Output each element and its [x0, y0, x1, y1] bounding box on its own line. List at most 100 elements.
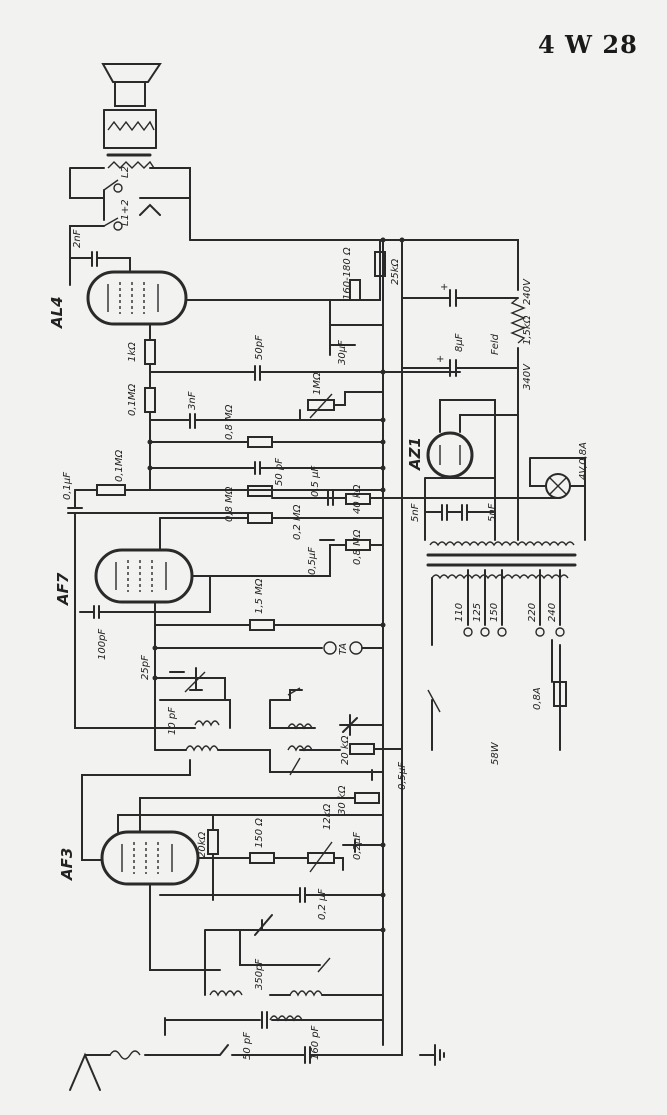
mains-tap-150-label: 150: [489, 603, 500, 622]
power-label: 58W: [490, 741, 501, 765]
c-05uf-b-label: 0,5μF: [307, 547, 318, 575]
capacitor-50pf-top: 50pF: [254, 335, 265, 381]
capacitor-2nf: 2nF: [72, 229, 98, 267]
pot-1m-label: 1MΩ: [312, 372, 323, 395]
fuse-label: 0,8A: [532, 687, 543, 710]
c-05uf-a-label: 0,5 μF: [310, 466, 321, 497]
mains-tap-220: 220: [527, 603, 545, 637]
phono-input-icon: TA: [323, 641, 363, 655]
c-350pf-label: 350pF: [254, 959, 265, 990]
tube-af7-label: AF7: [54, 572, 72, 606]
capacitor-50pf-ant: 50 pF: [242, 1011, 268, 1060]
capacitor-8uf: + 8μF: [436, 333, 465, 377]
capacitor-30uf: 30μF: [329, 340, 348, 365]
mains-tap-125-label: 125: [472, 603, 483, 622]
resistor-1k: 1kΩ: [127, 339, 156, 365]
speaker-switch-l2: L2: [103, 166, 131, 193]
capacitor-05uf-a: 0,5 μF: [310, 466, 334, 506]
voltage-340-label: 340V: [522, 363, 533, 390]
mains-tap-150: 150: [489, 603, 507, 637]
c-anode-al4-label: 2nF: [72, 229, 83, 248]
r-25k-label: 25kΩ: [390, 258, 401, 285]
r-grid-al4-label: 1kΩ: [127, 342, 138, 362]
mains-tap-125: 125: [472, 603, 490, 637]
c-100pf-label: 100pF: [97, 629, 108, 660]
c-cathode-al4-label: 30μF: [337, 340, 348, 365]
ground-icon: [419, 1044, 445, 1066]
coil-10pf: 10 pF: [167, 707, 220, 735]
voltage-240-label: 240V: [522, 278, 533, 305]
pot-12k-label: 12kΩ: [322, 803, 333, 830]
resistor-150: 150 Ω: [249, 818, 275, 864]
resistor-08m-a: 0,8 MΩ: [224, 404, 273, 448]
c-50pf-ant-label: 50 pF: [242, 1032, 253, 1060]
r-08m-a-label: 0,8 MΩ: [224, 404, 235, 440]
power-transformer: [426, 541, 577, 580]
c-01uf-label: 0,1μF: [62, 472, 73, 500]
resistor-15m: 1,5 MΩ: [249, 578, 275, 631]
r-20k-b-label: 20kΩ: [197, 831, 208, 858]
resistor-01m: 0,1MΩ: [96, 449, 126, 496]
resistor-08m-c: 0,8 MΩ: [345, 529, 371, 565]
tube-al4-label: AL4: [48, 296, 66, 329]
tube-az1-label: AZ1: [406, 437, 424, 471]
coil-rf: [185, 745, 219, 752]
potentiometer-1m: 1MΩ: [307, 372, 335, 419]
r-01m-label: 0,1MΩ: [114, 449, 125, 482]
c-50pf-top-label: 50pF: [254, 335, 265, 360]
c-8uf-label: 8μF: [454, 333, 465, 352]
capacitor-100pf: 100pF: [93, 605, 108, 660]
c-5nf-a-label: 5nF: [410, 503, 421, 522]
tube-al4: AL4: [48, 270, 188, 329]
capacitor-05uf-c: 0,5μF: [371, 762, 408, 790]
capacitor-01uf: 0,1μF: [62, 472, 83, 514]
resistor-20k: 20 kΩ: [340, 735, 375, 765]
r-grid-leak-al4-label: 0,1MΩ: [127, 383, 138, 416]
antenna-icon: [69, 1050, 141, 1091]
svg-text:+: +: [436, 354, 444, 365]
c-10pf-label: 10 pF: [167, 707, 178, 735]
mains-switch: [427, 689, 441, 751]
r-40k-label: 40 kΩ: [352, 484, 363, 514]
r-cathode-al4-label: 160-180 Ω: [342, 247, 353, 300]
potentiometer-12k: 12kΩ: [307, 803, 335, 873]
mains-tap-110-label: 110: [454, 603, 465, 622]
r-20k-label: 20 kΩ: [340, 735, 351, 765]
mains-tap-220-label: 220: [527, 603, 538, 622]
field-coil: Feld 1,5kΩ: [490, 297, 533, 355]
resistor-01m-grid: 0,1MΩ: [127, 383, 156, 416]
capacitor-3nf: 3nF: [187, 391, 198, 429]
lamp-label: 4V,0,8A: [578, 442, 589, 480]
speaker-icon: [101, 63, 162, 169]
tube-af3-label: AF3: [58, 848, 76, 881]
c-02uf-a-label: 0,2μF: [352, 832, 363, 860]
ta-label: TA: [338, 643, 349, 655]
capacitor-25pf: 25pF: [140, 655, 185, 680]
field-r-label: 1,5kΩ: [522, 315, 533, 345]
capacitor-02uf-b: 0,2 μF: [299, 887, 328, 920]
resistor-30k: 30 kΩ: [337, 785, 380, 815]
speaker-switch-l12: L1+2: [103, 199, 131, 231]
resistor-160-180: 160-180 Ω: [342, 247, 361, 301]
r-30k-label: 30 kΩ: [337, 785, 348, 815]
tube-az1: AZ1: [406, 431, 474, 479]
c-160pf-label: 160 pF: [310, 1025, 321, 1060]
r-08m-c-label: 0,8 MΩ: [352, 529, 363, 565]
mains-tap-240: 240: [547, 603, 565, 637]
capacitor-160pf: 160 pF: [304, 1025, 321, 1064]
lamp-icon: 4V,0,8A: [545, 442, 589, 499]
model-number: 4 W 28: [538, 30, 638, 59]
capacitor-350pf: 350pF: [254, 959, 265, 990]
capacitor-50pf-mid: 50 pF: [254, 458, 285, 486]
svg-text:+: +: [440, 282, 448, 293]
r-150-label: 150 Ω: [254, 818, 265, 848]
mains-tap-110: 110: [454, 603, 473, 637]
c-05uf-c-label: 0,5μF: [397, 762, 408, 790]
fuse-icon: 0,8A: [532, 681, 567, 710]
resistor-08m-b: 0,8 MΩ: [224, 485, 273, 522]
r-15m-label: 1,5 MΩ: [254, 578, 265, 614]
c-3nf-label: 3nF: [187, 391, 198, 410]
resistor-25k: 25kΩ: [374, 251, 401, 285]
capacitor-filter-1: +: [440, 282, 457, 307]
c-25pf-label: 25pF: [140, 655, 151, 680]
